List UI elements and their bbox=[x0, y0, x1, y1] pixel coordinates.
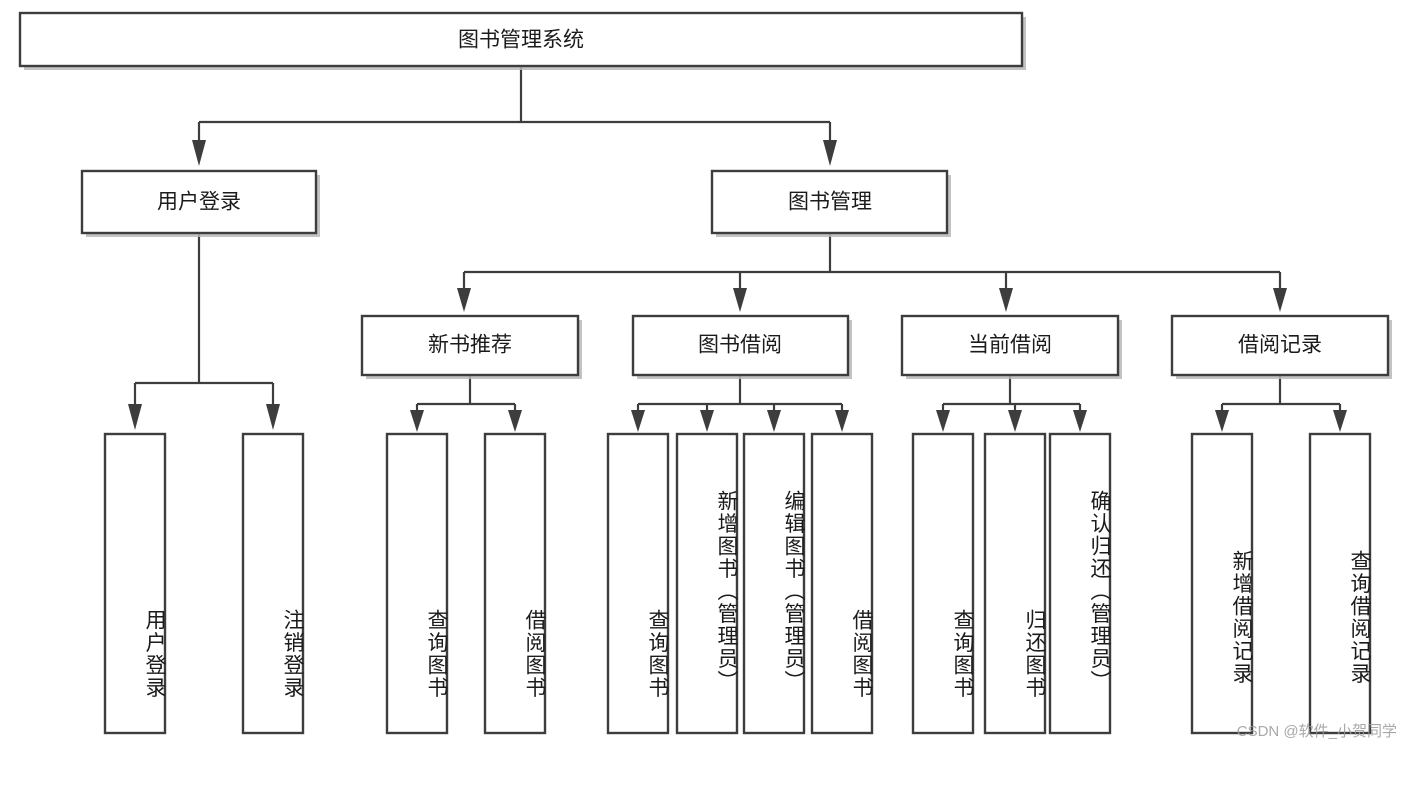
node-user-login-rect bbox=[80, 169, 318, 235]
arrowhead-bm-c2 bbox=[733, 288, 747, 312]
node-book-management-label: 图书管理 bbox=[788, 191, 872, 214]
arrowhead-borrow-leaf2 bbox=[700, 410, 714, 432]
arrowhead-root-to-login bbox=[192, 140, 206, 166]
watermark-text: CSDN @软件_小贺同学 bbox=[1236, 723, 1397, 740]
node-book-borrow[interactable]: 图书借阅 bbox=[631, 314, 852, 379]
arrowhead-record-leaf2 bbox=[1333, 410, 1347, 432]
node-user-login[interactable]: 用户登录 bbox=[80, 169, 320, 237]
hierarchy-diagram-canvas: 图书管理系统 用户登录 图书管理 新书推荐 图书借阅 当前借阅 bbox=[18, 11, 1392, 735]
node-root-label: 图书管理系统 bbox=[458, 29, 584, 52]
arrowhead-current-leaf2 bbox=[1008, 410, 1022, 432]
node-borrow-record-label: 借阅记录 bbox=[1238, 334, 1322, 357]
leaf-rect-logout[interactable] bbox=[241, 432, 305, 735]
arrowhead-current-leaf1 bbox=[936, 410, 950, 432]
arrowhead-root-to-bookmgmt bbox=[823, 140, 837, 166]
node-user-login-label: 用户登录 bbox=[157, 191, 241, 214]
leaf-rect-query-book-rec[interactable] bbox=[385, 432, 449, 735]
leaf-rect-query-book-current[interactable] bbox=[911, 432, 975, 735]
leaf-rect-borrow-book-rec[interactable] bbox=[483, 432, 547, 735]
arrowhead-borrow-leaf1 bbox=[631, 410, 645, 432]
node-current-borrow[interactable]: 当前借阅 bbox=[900, 314, 1122, 379]
node-book-borrow-rect bbox=[631, 314, 850, 377]
node-book-management-rect bbox=[710, 169, 949, 235]
arrowhead-login-leaf2 bbox=[266, 404, 280, 430]
leaf-rect-add-book-admin[interactable] bbox=[675, 432, 739, 735]
connector-layer bbox=[128, 66, 1347, 432]
arrowhead-current-leaf3 bbox=[1073, 410, 1087, 432]
leaf-node-layer bbox=[103, 432, 1372, 735]
arrowhead-newbook-leaf1 bbox=[410, 410, 424, 432]
node-root-rect bbox=[18, 11, 1024, 68]
node-book-management[interactable]: 图书管理 bbox=[710, 169, 951, 237]
arrowhead-borrow-leaf4 bbox=[835, 410, 849, 432]
node-new-book-recommend-label: 新书推荐 bbox=[428, 334, 512, 357]
arrowhead-bm-c1 bbox=[457, 288, 471, 312]
diagram-root: 图书管理系统 用户登录 图书管理 新书推荐 图书借阅 当前借阅 bbox=[18, 11, 1397, 740]
node-root[interactable]: 图书管理系统 bbox=[18, 11, 1026, 70]
arrowhead-newbook-leaf2 bbox=[508, 410, 522, 432]
arrowhead-borrow-leaf3 bbox=[767, 410, 781, 432]
arrowhead-bm-c4 bbox=[1273, 288, 1287, 312]
node-book-borrow-label: 图书借阅 bbox=[698, 334, 782, 357]
arrowhead-login-leaf1 bbox=[128, 404, 142, 430]
leaf-rect-query-borrow-record[interactable] bbox=[1308, 432, 1372, 735]
arrowhead-record-leaf1 bbox=[1215, 410, 1229, 432]
leaf-rect-return-book[interactable] bbox=[983, 432, 1047, 735]
node-new-book-recommend[interactable]: 新书推荐 bbox=[360, 314, 582, 379]
arrowhead-bm-c3 bbox=[999, 288, 1013, 312]
leaf-rect-query-book-borrow[interactable] bbox=[606, 432, 670, 735]
leaf-rect-borrow-book[interactable] bbox=[810, 432, 874, 735]
leaf-rect-edit-book-admin[interactable] bbox=[742, 432, 806, 735]
node-new-book-recommend-rect bbox=[360, 314, 580, 377]
node-current-borrow-label: 当前借阅 bbox=[968, 334, 1052, 357]
leaf-rect-user-login[interactable] bbox=[103, 432, 167, 735]
leaf-rect-add-borrow-record[interactable] bbox=[1190, 432, 1254, 735]
node-borrow-record-rect bbox=[1170, 314, 1390, 377]
node-current-borrow-rect bbox=[900, 314, 1120, 377]
node-borrow-record[interactable]: 借阅记录 bbox=[1170, 314, 1392, 379]
leaf-rect-confirm-return-admin[interactable] bbox=[1048, 432, 1112, 735]
